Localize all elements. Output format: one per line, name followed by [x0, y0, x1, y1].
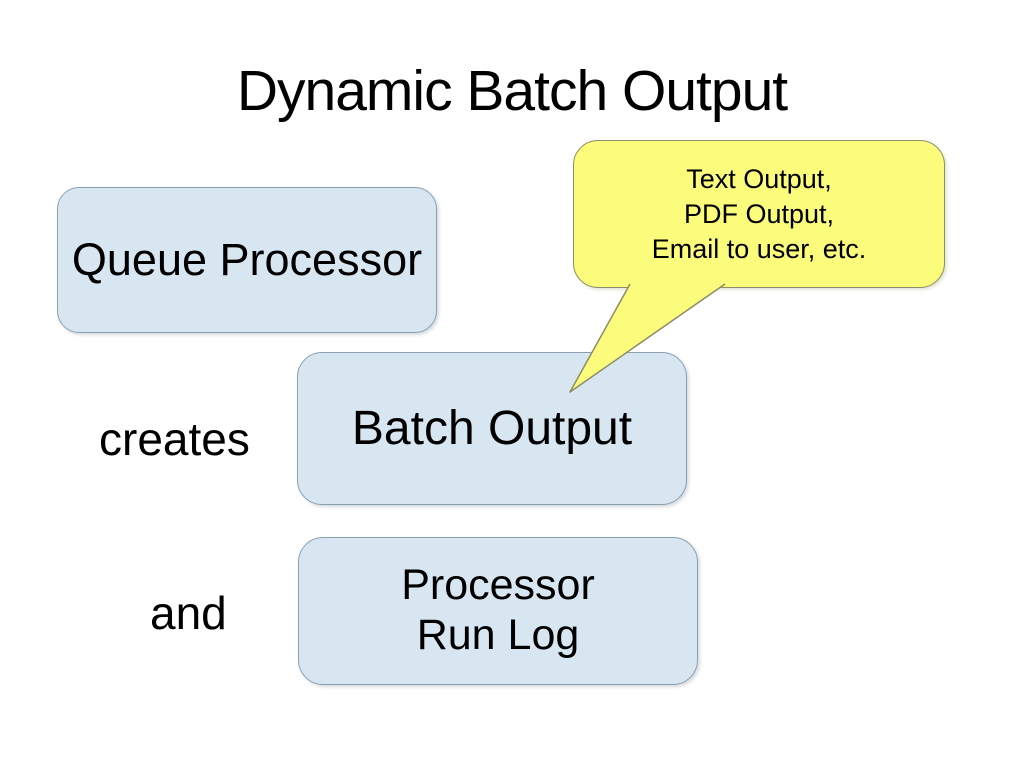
shape-queue-processor: Queue Processor — [57, 187, 437, 333]
queue-processor-label: Queue Processor — [71, 234, 423, 285]
callout-line-1: Text Output, — [686, 163, 832, 194]
slide-title: Dynamic Batch Output — [236, 59, 788, 123]
relation-label-and: and — [150, 587, 227, 639]
batch-output-label: Batch Output — [351, 402, 633, 455]
relation-label-creates: creates — [99, 413, 250, 465]
processor-run-log-label: Processor Run Log — [401, 561, 595, 659]
callout-line-3: Email to user, etc. — [651, 233, 867, 264]
shape-batch-output: Batch Output — [297, 352, 687, 505]
callout-tail-shape — [569, 283, 726, 393]
shape-processor-run-log: Processor Run Log — [298, 537, 698, 685]
callout-line-2: PDF Output, — [683, 198, 835, 229]
callout-bubble: Text Output, PDF Output, Email to user, … — [573, 140, 945, 288]
callout-tail-pointer — [569, 283, 726, 393]
